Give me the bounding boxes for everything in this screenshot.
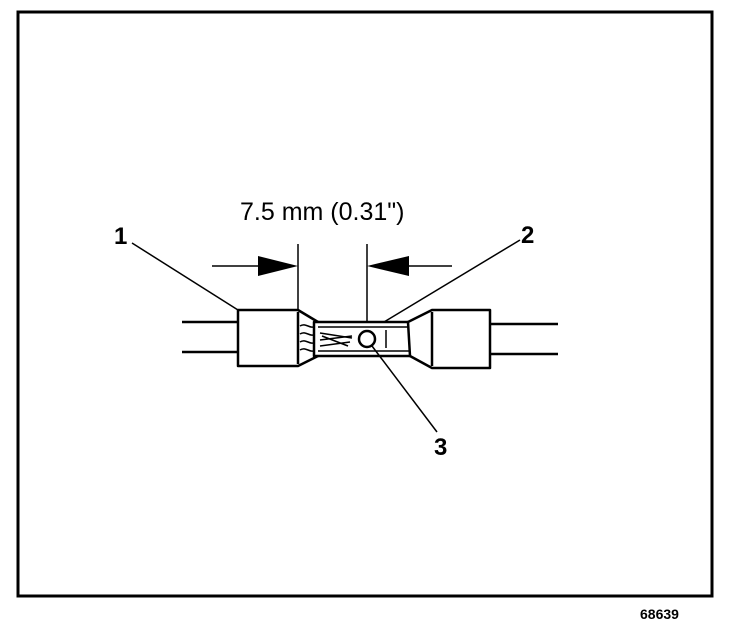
dimension-arrow-right <box>367 256 452 276</box>
dimension-arrow-left <box>212 256 298 276</box>
figure-id: 68639 <box>640 606 679 622</box>
callout-3: 3 <box>434 434 447 461</box>
left-wire <box>182 320 238 354</box>
leader-line-1 <box>131 242 239 311</box>
diagram-frame <box>16 10 714 598</box>
leader-line-2 <box>383 239 521 323</box>
inspection-hole <box>357 329 377 349</box>
callout-2: 2 <box>521 222 534 249</box>
right-insulation-sleeve <box>406 308 492 370</box>
right-wire <box>490 322 558 356</box>
callout-1: 1 <box>114 223 127 250</box>
leader-line-3 <box>371 345 438 433</box>
dimension-label: 7.5 mm (0.31") <box>240 198 404 226</box>
left-insulation-sleeve <box>236 308 320 368</box>
